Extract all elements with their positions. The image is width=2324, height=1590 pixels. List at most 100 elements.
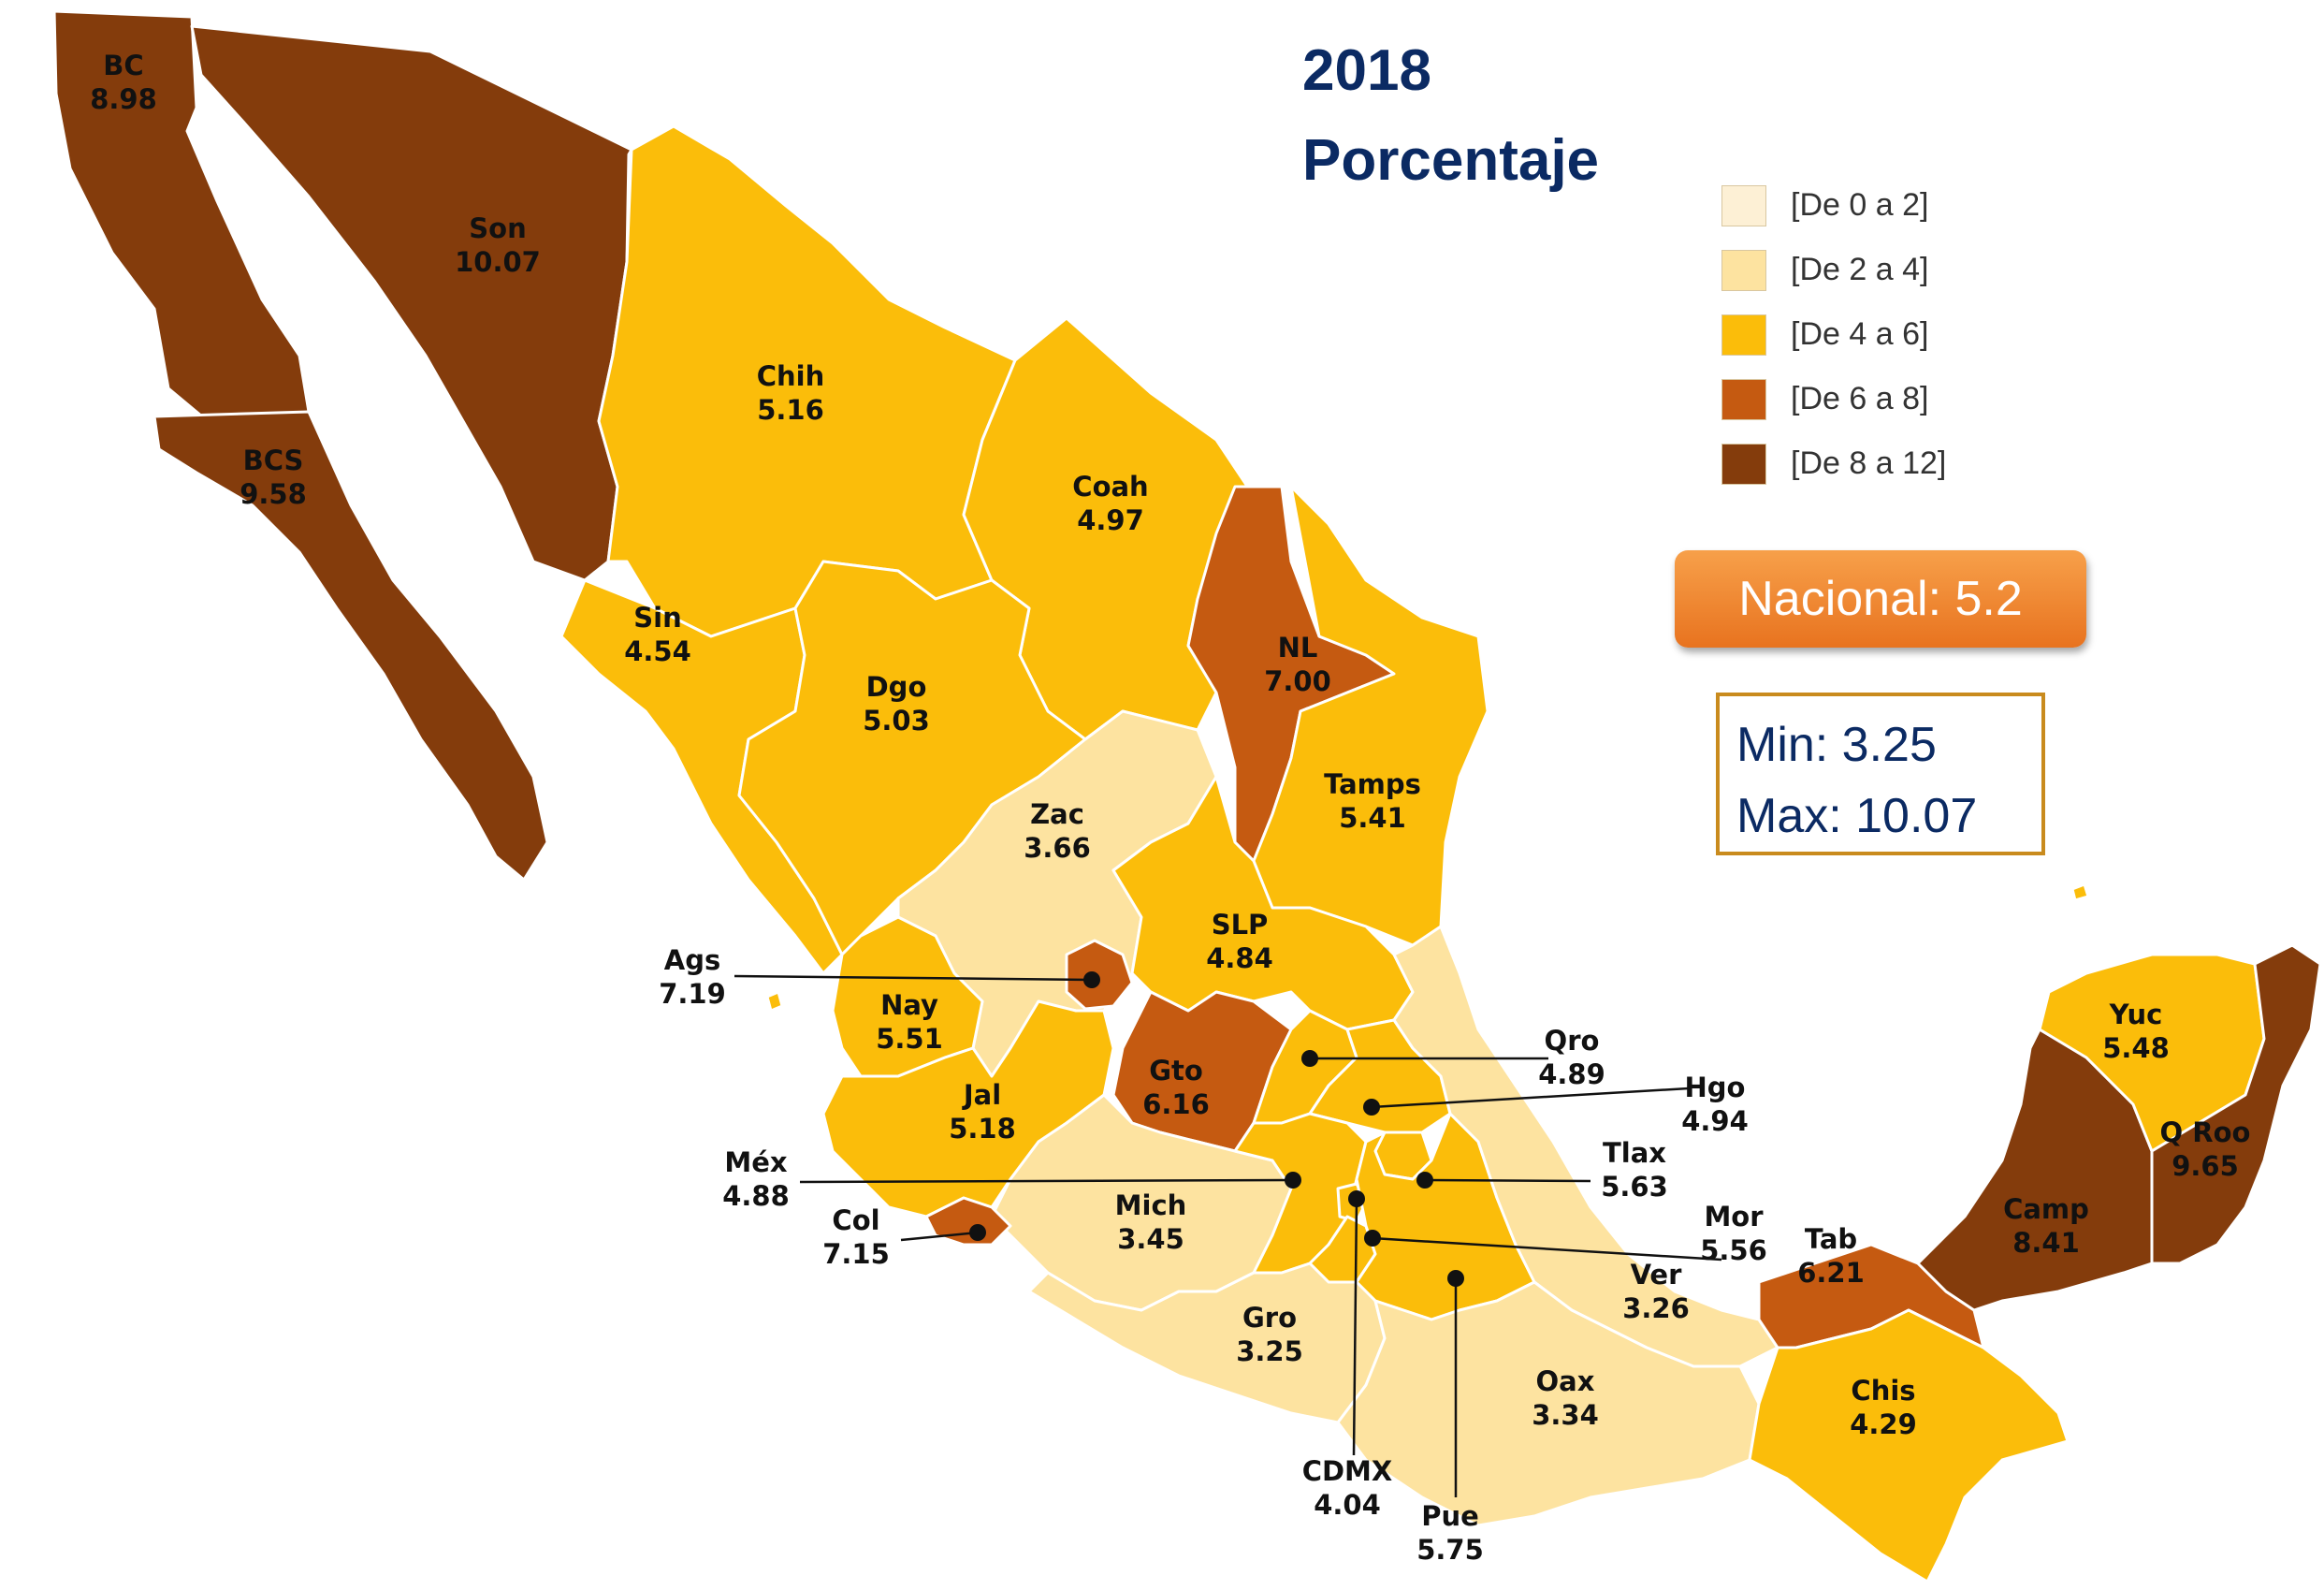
state-value: 9.58 [240,478,307,510]
legend-item: [De 6 a 8] [1721,367,1946,431]
state-label: Qro [1545,1025,1600,1057]
dot-hgo [1363,1099,1380,1116]
state-label: Yuc [2109,999,2163,1030]
state-value: 4.89 [1538,1058,1605,1090]
dot-cdmx [1348,1190,1365,1207]
title-subtitle: Porcentaje [1302,128,1600,193]
state-label: Gto [1149,1055,1203,1087]
legend-swatch [1721,378,1766,420]
legend-swatch [1721,443,1766,485]
state-value: 4.04 [1314,1489,1381,1521]
state-value: 3.34 [1532,1399,1599,1431]
state-value: 3.25 [1236,1335,1303,1367]
state-value: 5.51 [876,1023,943,1055]
legend-item: [De 4 a 6] [1721,302,1946,367]
legend-label: [De 8 a 12] [1791,445,1947,481]
state-value: 3.45 [1117,1223,1184,1255]
state-value: 4.84 [1206,942,1273,974]
state-label: Chis [1851,1375,1915,1407]
region-qroo [2150,943,2322,1265]
legend-label: [De 0 a 2] [1791,187,1929,223]
state-label: Gro [1242,1302,1297,1334]
state-label: Coah [1072,471,1148,503]
state-value: 5.16 [757,394,824,426]
state-label: Ver [1631,1259,1683,1291]
region-ags [1065,939,1134,1011]
state-value: 7.19 [659,978,726,1010]
state-value: 3.26 [1622,1292,1690,1324]
state-label: Col [832,1204,879,1236]
legend-label: [De 2 a 4] [1791,252,1929,287]
state-value: 6.16 [1142,1088,1210,1120]
legend-item: [De 2 a 4] [1721,238,1946,302]
dot-ags [1083,971,1100,988]
state-value: 5.48 [2102,1032,2170,1064]
dot-tlax [1416,1172,1433,1189]
dot-mex [1285,1172,1301,1189]
state-value: 3.66 [1024,832,1091,864]
state-value: 8.98 [90,83,157,115]
state-value: 6.21 [1797,1257,1865,1289]
state-value: 5.18 [949,1113,1016,1145]
state-label: Pue [1421,1500,1479,1532]
state-label: Mich [1115,1189,1187,1221]
state-label: Hgo [1685,1072,1746,1103]
legend-swatch [1721,249,1766,291]
state-label: Tlax [1603,1137,1666,1169]
state-label: Sin [633,602,681,634]
state-value: 4.54 [624,635,691,667]
state-label: Chih [757,360,825,392]
legend: [De 0 a 2] [De 2 a 4] [De 4 a 6] [De 6 a… [1721,173,1946,496]
legend-label: [De 6 a 8] [1791,381,1929,416]
state-label: Tamps [1324,768,1421,800]
state-value: 5.03 [863,705,930,737]
state-label: Mor [1704,1201,1764,1233]
state-label: Méx [724,1146,788,1178]
state-label: NL [1278,632,1318,664]
state-value: 4.94 [1681,1105,1749,1137]
state-label: CDMX [1302,1455,1393,1487]
state-label: Dgo [866,671,927,703]
dot-mor [1364,1230,1381,1247]
region-bcs [153,410,549,882]
national-average-badge: Nacional: 5.2 [1675,550,2086,648]
state-value: 10.07 [455,246,541,278]
legend-item: [De 0 a 2] [1721,173,1946,238]
island-2 [2070,883,2090,902]
state-label: Son [469,212,526,244]
state-value: 8.41 [2012,1227,2080,1259]
map-title: 2018 Porcentaje [1302,26,1599,206]
state-value: 4.97 [1077,504,1144,536]
max-value: Max: 10.07 [1736,789,1978,843]
state-label: SLP [1212,909,1269,941]
legend-swatch [1721,314,1766,356]
region-chis [1748,1308,2070,1583]
leader-lines [734,971,1722,1497]
state-label: Jal [962,1079,1001,1111]
state-value: 5.63 [1601,1171,1668,1203]
legend-swatch [1721,184,1766,226]
legend-label: [De 4 a 6] [1791,316,1929,352]
state-value: 7.00 [1264,665,1331,697]
dot-col [969,1224,986,1241]
state-label: Nay [880,989,938,1021]
state-value: 4.88 [722,1180,790,1212]
dot-pue [1447,1270,1464,1287]
state-value: 5.56 [1700,1234,1767,1266]
state-label: Zac [1030,798,1084,830]
legend-item: [De 8 a 12] [1721,431,1946,496]
state-value: 7.15 [822,1238,890,1270]
state-value: 5.41 [1339,802,1406,834]
state-value: 4.29 [1850,1408,1917,1440]
state-label: Camp [2003,1193,2089,1225]
state-label: Q Roo [2160,1116,2251,1148]
state-value: 5.75 [1416,1534,1484,1566]
state-regions [52,9,2322,1583]
island-1 [765,990,784,1013]
state-label: BCS [243,445,304,476]
state-label: Oax [1536,1365,1595,1397]
title-year: 2018 [1302,38,1431,103]
state-label: BC [103,50,143,81]
min-max-box: Min: 3.25 Max: 10.07 [1716,693,2045,855]
